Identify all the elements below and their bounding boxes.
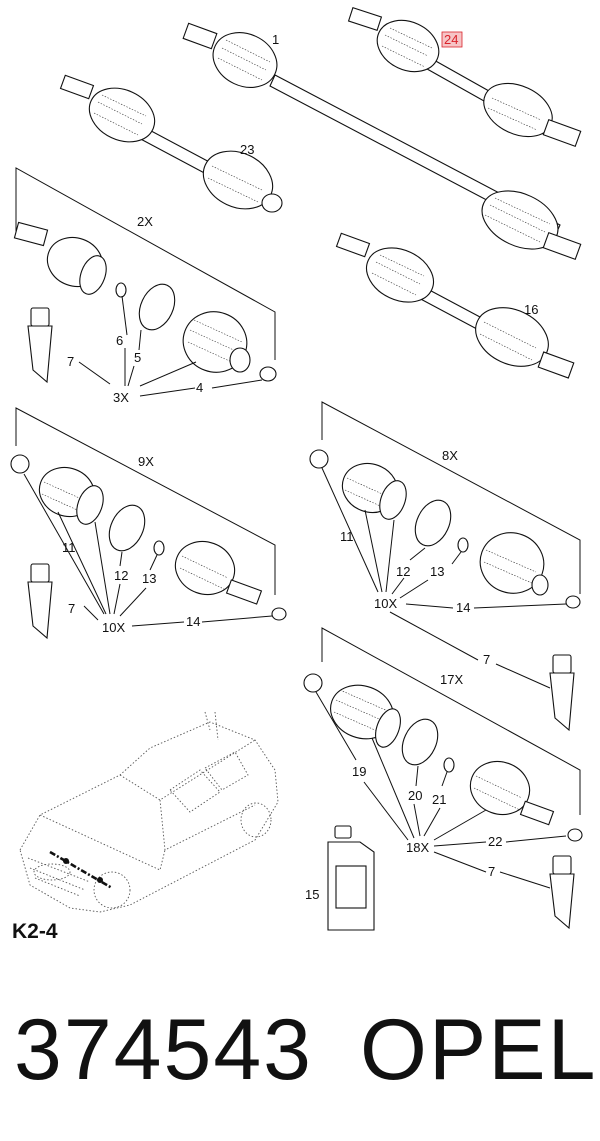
- callout-10x-a: 10X: [102, 620, 125, 635]
- drive-shaft-23[interactable]: [59, 74, 283, 219]
- callout-1: 1: [272, 32, 279, 47]
- callout-23: 23: [240, 142, 254, 157]
- leaders-8x: [321, 467, 567, 689]
- callout-6: 6: [116, 333, 123, 348]
- clip-6[interactable]: [115, 282, 127, 298]
- band-12a[interactable]: [102, 499, 151, 556]
- footer-part-number: 374543: [14, 1002, 313, 1098]
- band-5[interactable]: [132, 278, 181, 335]
- inner-joint-9x[interactable]: [168, 533, 263, 605]
- inner-joint-8x[interactable]: [472, 524, 553, 602]
- callout-9x: 9X: [138, 454, 154, 469]
- callout-7b: 7: [68, 601, 75, 616]
- boot-19[interactable]: [323, 677, 405, 751]
- callout-10x-b: 10X: [374, 596, 397, 611]
- callout-19: 19: [352, 764, 366, 779]
- callout-17x: 17X: [440, 672, 463, 687]
- footer-banner: 374543 OPEL: [0, 1000, 600, 1100]
- vehicle-locator-illustration: [19, 711, 279, 913]
- leaders-2x: [78, 295, 263, 397]
- callout-2x: 2X: [137, 214, 153, 229]
- boot-11b[interactable]: [335, 456, 411, 523]
- outer-joint-6-5[interactable]: [13, 221, 111, 298]
- grease-tube-7a[interactable]: [27, 307, 53, 384]
- repair-kit-2x-group: [15, 167, 276, 360]
- clip-13a[interactable]: [153, 540, 165, 556]
- callout-16: 16: [524, 302, 538, 317]
- leaders-17x: [315, 691, 567, 889]
- callout-12a: 12: [114, 568, 128, 583]
- clamp-11b-ring[interactable]: [309, 449, 329, 469]
- leaders-9x: [23, 473, 273, 627]
- boot-11a[interactable]: [32, 460, 108, 528]
- callout-24-highlight-box: [441, 31, 463, 48]
- clamp-14b[interactable]: [565, 595, 581, 609]
- clamp-14a[interactable]: [271, 607, 287, 621]
- callout-3x-text: 3X: [113, 390, 129, 405]
- grease-tube-7d[interactable]: [549, 855, 575, 930]
- callout-14b: 14: [456, 600, 470, 615]
- callout-12b: 12: [396, 564, 410, 579]
- drive-shaft-24[interactable]: [347, 7, 582, 148]
- clip-21[interactable]: [443, 757, 455, 773]
- drive-shaft-16[interactable]: [335, 232, 575, 379]
- callout-4: 4: [196, 380, 203, 395]
- callout-7a: 7: [67, 354, 74, 369]
- callout-11b: 11: [340, 529, 354, 544]
- band-20[interactable]: [395, 713, 444, 770]
- callout-7d: 7: [488, 864, 495, 879]
- callout-13a: 13: [142, 571, 156, 586]
- clamp-22[interactable]: [567, 828, 583, 842]
- clip-13b[interactable]: [457, 537, 469, 553]
- callout-8x: 8X: [442, 448, 458, 463]
- callout-18x: 18X: [406, 840, 429, 855]
- callout-24[interactable]: 24: [444, 32, 458, 47]
- footer-brand-name: OPEL: [360, 1002, 598, 1098]
- drive-shaft-1[interactable]: [182, 22, 582, 261]
- callout-13b: 13: [430, 564, 444, 579]
- callout-7c: 7: [483, 652, 490, 667]
- band-12b[interactable]: [408, 494, 457, 551]
- grease-tube-7b[interactable]: [27, 563, 53, 640]
- clamp-11a-ring[interactable]: [10, 454, 30, 474]
- clamp-4[interactable]: [259, 366, 277, 382]
- repair-kit-8x-group: [321, 401, 581, 594]
- page-code-label: K2-4: [12, 920, 58, 943]
- repair-kit-9x-group: [15, 407, 276, 595]
- callout-15: 15: [305, 887, 319, 902]
- callout-5: 5: [134, 350, 141, 365]
- callout-21: 21: [432, 792, 446, 807]
- callout-20: 20: [408, 788, 422, 803]
- oil-bottle-15[interactable]: [327, 825, 375, 931]
- callout-22: 22: [488, 834, 502, 849]
- boot-kit-2x[interactable]: [175, 303, 256, 381]
- grease-tube-7c[interactable]: [549, 654, 575, 732]
- exploded-parts-diagram: 1 24 23 16 2X: [10, 7, 583, 931]
- callout-11a: 11: [62, 540, 76, 555]
- callout-14a: 14: [186, 614, 200, 629]
- clamp-19-ring[interactable]: [303, 673, 323, 693]
- repair-kit-17x-group: [321, 627, 581, 815]
- inner-joint-17x[interactable]: [463, 753, 555, 826]
